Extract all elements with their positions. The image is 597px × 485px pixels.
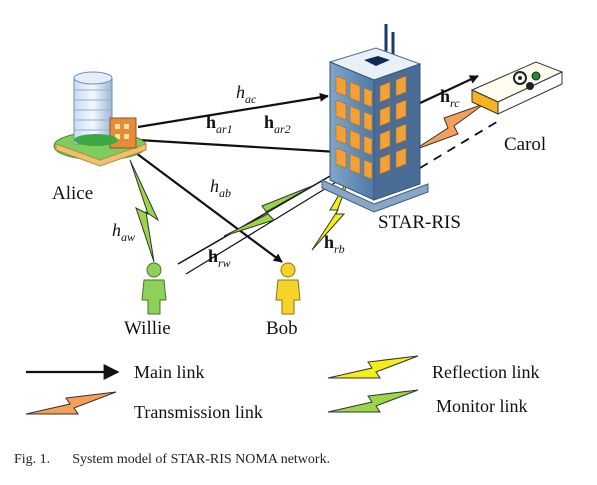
figure-caption-text: System model of STAR-RIS NOMA network. bbox=[72, 452, 331, 467]
channel-h-rc: hrc bbox=[440, 86, 460, 110]
alice-building-icon bbox=[53, 71, 147, 167]
star-ris-label: STAR-RIS bbox=[378, 212, 461, 233]
legend-reflection-link-label: Reflection link bbox=[432, 362, 539, 382]
legend-monitor-link-label: Monitor link bbox=[436, 396, 528, 416]
link-alice-starris bbox=[137, 138, 339, 157]
link-starris-willie bbox=[177, 167, 345, 265]
monitor-bolt-rw bbox=[223, 185, 313, 237]
figure-number: Fig. 1. bbox=[14, 452, 51, 467]
transmission-bolt-rc bbox=[413, 103, 485, 151]
legend-monitor-bolt-icon bbox=[327, 389, 419, 413]
link-alice-bob bbox=[131, 149, 283, 263]
alice-label: Alice bbox=[52, 183, 93, 204]
channel-h-ac: hac bbox=[236, 82, 257, 106]
channel-h-aw: haw bbox=[112, 220, 135, 244]
legend-reflection-bolt-icon bbox=[327, 355, 419, 379]
legend-main-link-label: Main link bbox=[134, 362, 205, 382]
star-ris-tower-icon bbox=[321, 24, 429, 213]
channel-h-rb: hrb bbox=[324, 232, 345, 256]
channel-h-ab: hab bbox=[210, 176, 231, 200]
bob-user-icon bbox=[275, 262, 301, 315]
link-starris-carol-dashed bbox=[419, 119, 501, 169]
bob-label: Bob bbox=[266, 318, 298, 339]
channel-h-rw: hrw bbox=[208, 246, 231, 270]
monitor-bolt-aw bbox=[129, 159, 160, 263]
figure-caption: Fig. 1. System model of STAR-RIS NOMA net… bbox=[14, 452, 330, 468]
link-alice-carol bbox=[137, 92, 329, 129]
legend-transmission-link-label: Transmission link bbox=[134, 402, 263, 422]
legend: Main link Reflection link Transmission l… bbox=[25, 355, 539, 422]
channel-h-ar1: har1 bbox=[206, 112, 233, 136]
link-starris-willie-2 bbox=[185, 175, 347, 275]
carol-label: Carol bbox=[504, 134, 546, 155]
willie-user-icon bbox=[141, 262, 167, 315]
channel-h-ar2: har2 bbox=[264, 112, 291, 136]
carol-device-icon bbox=[470, 61, 564, 115]
legend-transmission-bolt-icon bbox=[25, 391, 117, 415]
willie-label: Willie bbox=[124, 318, 171, 339]
